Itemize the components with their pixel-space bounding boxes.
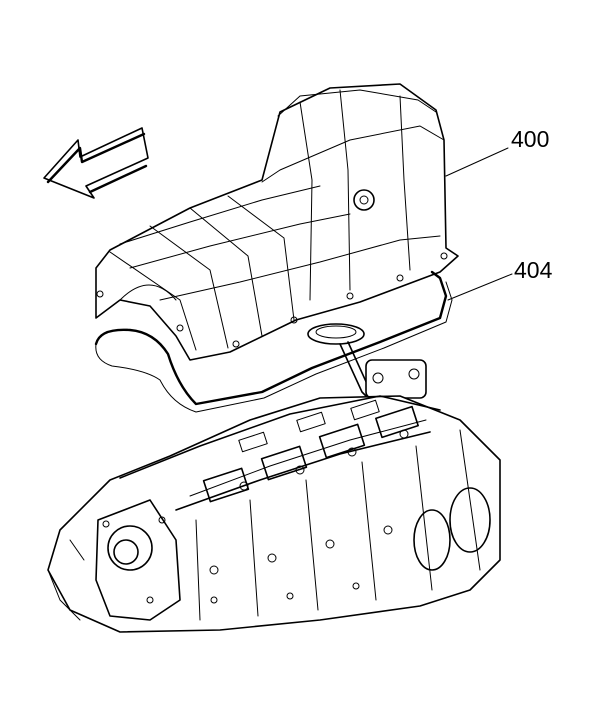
oil-pickup-tube bbox=[307, 323, 427, 403]
oil-pan-gasket bbox=[94, 270, 453, 413]
leader-line-404 bbox=[447, 273, 513, 301]
engine-block bbox=[47, 395, 501, 633]
callout-label-400: 400 bbox=[511, 126, 549, 152]
callout-leaders bbox=[445, 147, 513, 301]
direction-arrow-icon bbox=[43, 127, 149, 199]
leader-line-400 bbox=[445, 147, 509, 177]
oil-pan bbox=[95, 83, 459, 361]
callout-label-404: 404 bbox=[514, 257, 553, 283]
